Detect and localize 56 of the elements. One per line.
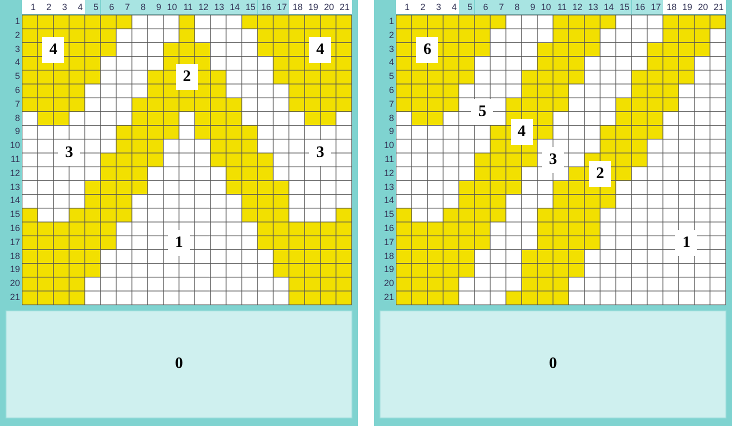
- region-number: 4: [42, 36, 64, 62]
- column-number: 3: [427, 0, 444, 14]
- region-number: 1: [168, 230, 190, 256]
- column-number: 9: [148, 0, 164, 14]
- column-number: 13: [210, 0, 226, 14]
- column-number: 17: [647, 0, 663, 14]
- region-number: 5: [471, 98, 494, 125]
- column-number: 19: [678, 0, 694, 14]
- column-number: 12: [568, 0, 584, 14]
- column-number: 7: [490, 0, 506, 14]
- region-number: 1: [675, 230, 698, 256]
- region-number: 2: [176, 64, 198, 90]
- column-number: 14: [600, 0, 616, 14]
- column-number: 6: [100, 0, 116, 14]
- column-number: 1: [22, 0, 38, 14]
- region-number: 0: [174, 354, 184, 374]
- column-number: 21: [710, 0, 726, 14]
- column-number: 14: [226, 0, 242, 14]
- column-number: 6: [474, 0, 490, 14]
- region-number: 3: [542, 146, 564, 173]
- column-number: 18: [288, 0, 305, 14]
- region-number: 2: [589, 160, 612, 187]
- column-number: 20: [694, 0, 710, 14]
- column-number: 10: [537, 0, 553, 14]
- column-number: 16: [632, 0, 648, 14]
- column-number: 15: [616, 0, 632, 14]
- column-number: 5: [84, 0, 100, 14]
- column-number: 4: [69, 0, 85, 14]
- column-number: 11: [179, 0, 195, 14]
- column-number: 9: [522, 0, 538, 14]
- column-number: 1: [396, 0, 412, 14]
- region-number: 3: [309, 140, 332, 166]
- column-number: 16: [258, 0, 274, 14]
- column-number: 13: [584, 0, 600, 14]
- region-number: 4: [309, 36, 332, 62]
- column-number: 2: [412, 0, 428, 14]
- region-number: 6: [416, 36, 438, 62]
- region-number: 3: [58, 140, 80, 166]
- column-number: 11: [553, 0, 569, 14]
- region-number: 0: [548, 354, 558, 374]
- column-number: 19: [304, 0, 320, 14]
- column-number: 4: [443, 0, 459, 14]
- column-number: 8: [132, 0, 148, 14]
- column-number: 12: [194, 0, 210, 14]
- column-number: 5: [458, 0, 474, 14]
- column-number: 2: [38, 0, 54, 14]
- column-number: 18: [662, 0, 679, 14]
- column-number: 21: [336, 0, 352, 14]
- column-number: 17: [273, 0, 289, 14]
- column-number: 10: [163, 0, 179, 14]
- column-number: 20: [320, 0, 336, 14]
- column-number: 8: [506, 0, 522, 14]
- column-number: 3: [53, 0, 70, 14]
- column-number: 15: [242, 0, 258, 14]
- region-number: 4: [510, 119, 533, 146]
- column-number: 7: [116, 0, 132, 14]
